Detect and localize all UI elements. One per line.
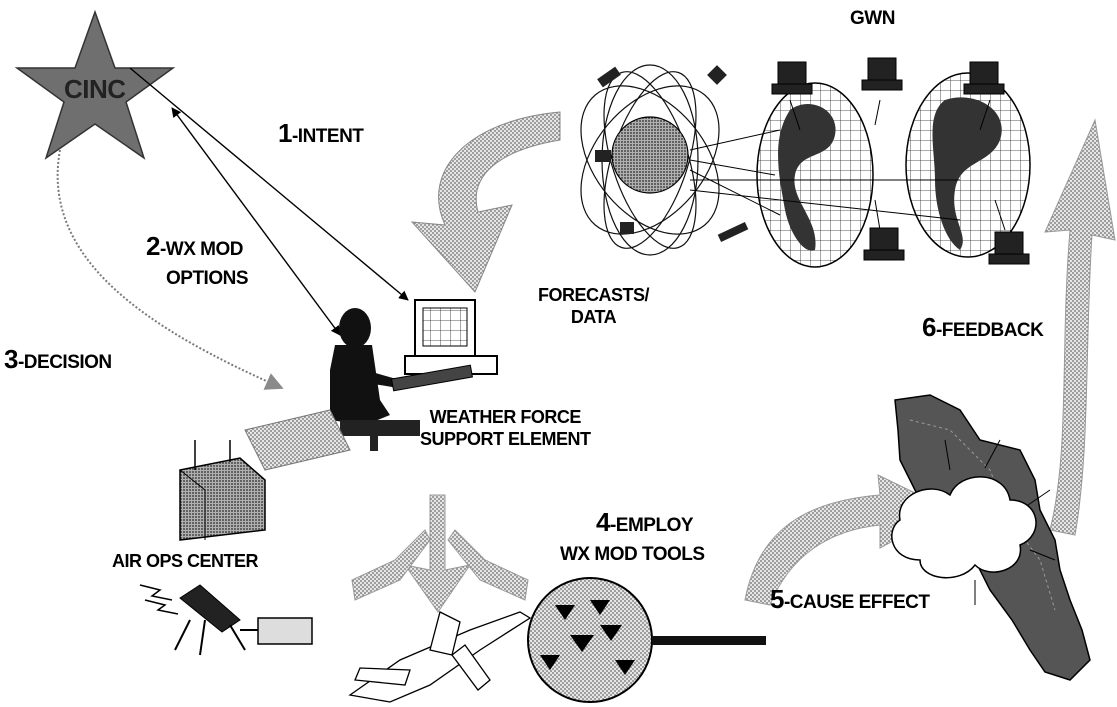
cinc-star (14, 9, 176, 160)
employ-label: 4-EMPLOY WX MOD TOOLS (560, 507, 705, 565)
forecasts-label: FORECASTS/ DATA (538, 285, 650, 327)
feedback-arrow (1044, 118, 1116, 536)
gwn-label: GWN (850, 8, 895, 29)
feedback-label: 6-FEEDBACK (922, 312, 1044, 342)
operator-workstation (330, 299, 498, 451)
weather-force-support-element-label: WEATHER FORCE SUPPORT ELEMENT (420, 407, 591, 449)
forecasts-curved-arrow (410, 111, 561, 293)
gwn-network (580, 57, 1031, 268)
operator-to-aoc-beam (244, 409, 351, 471)
air-ops-center-building (179, 440, 266, 541)
cloud-icon (891, 439, 1056, 605)
air-ops-center-label: AIR OPS CENTER (112, 551, 259, 571)
ground-radar-unit (139, 584, 313, 656)
wx-mod-options-arrow (171, 107, 341, 336)
aircraft (348, 611, 532, 703)
intent-label: 1-INTENT (278, 118, 364, 148)
cinc-label: CINC (64, 74, 126, 104)
cause-effect-label: 5-CAUSE EFFECT (770, 584, 930, 614)
wx-mod-options-label: 2-WX MOD OPTIONS (146, 231, 249, 289)
decision-label: 3-DECISION (4, 344, 112, 374)
employ-arrow (351, 494, 529, 613)
wx-mod-tool-circle (527, 577, 766, 703)
